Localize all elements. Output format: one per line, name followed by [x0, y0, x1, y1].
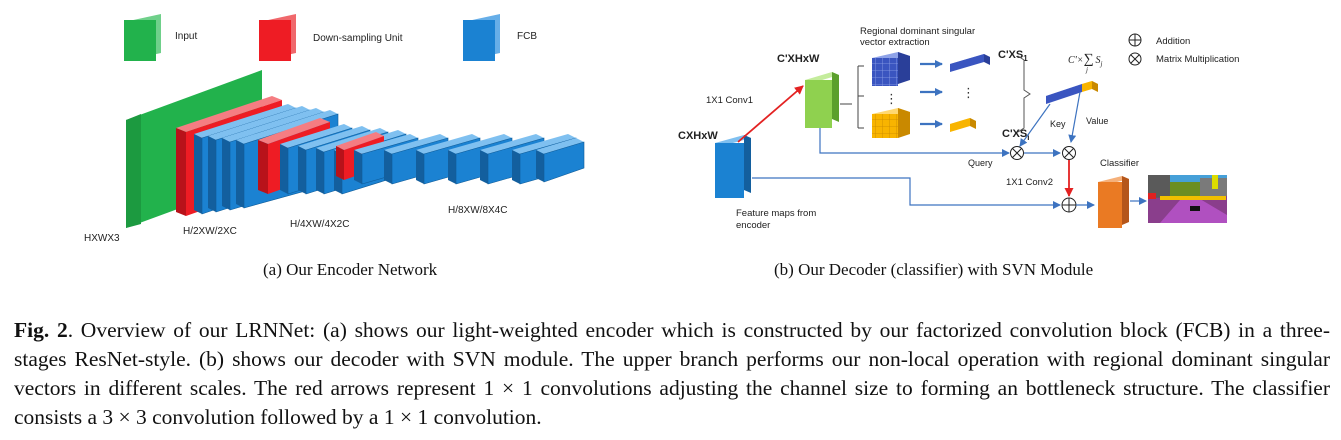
classifier-block — [1098, 176, 1129, 228]
label-feature-line1: Feature maps from — [736, 208, 816, 219]
subcaption-decoder: (b) Our Decoder (classifier) with SVN Mo… — [774, 260, 1094, 279]
query-arrow — [819, 128, 1010, 157]
figure-caption-text: . Overview of our LRNNet: (a) shows our … — [14, 318, 1331, 429]
label-regional-1: Regional dominant singular — [860, 26, 975, 37]
encoder-legend: Input Down-sampling Unit FCB — [124, 14, 537, 61]
label-h8: H/8XW/8X4C — [448, 205, 507, 216]
legend-addition-icon — [1128, 33, 1142, 47]
label-h2: H/2XW/2XC — [183, 226, 237, 237]
decoder-module: CXHxW Feature maps from encoder 1X1 Conv… — [678, 26, 1227, 231]
label-cxs1: C'XS1 — [998, 49, 1028, 63]
encoder-fcb-stage-3 — [354, 134, 585, 185]
figure-caption-label: Fig. 2 — [14, 318, 68, 342]
legend-down-label: Down-sampling Unit — [313, 33, 403, 44]
label-value: Value — [1086, 116, 1108, 126]
legend-matmul-icon — [1128, 52, 1142, 66]
matmul-2-icon — [1062, 146, 1076, 160]
label-conv1: 1X1 Conv1 — [706, 95, 753, 106]
label-sum: C'×∑Sj — [1068, 52, 1103, 68]
concat-vector — [1046, 81, 1098, 104]
label-hxw3: HXWX3 — [84, 233, 120, 244]
skip-connection-arrow — [752, 177, 1061, 209]
legend-fcb-label: FCB — [517, 31, 537, 42]
addition-icon — [1061, 197, 1077, 213]
dots-left: ⋮ — [885, 91, 898, 106]
decoder-input-block — [715, 135, 751, 198]
legend-down-icon — [259, 14, 296, 61]
split-bracket — [840, 65, 864, 129]
label-cxhxw: CXHxW — [678, 130, 718, 142]
legend-addition-label: Addition — [1156, 36, 1190, 47]
label-key: Key — [1050, 119, 1066, 129]
figure-caption: Fig. 2. Overview of our LRNNet: (a) show… — [14, 316, 1330, 432]
label-h4: H/4XW/4X2C — [290, 219, 349, 230]
label-query: Query — [968, 158, 993, 168]
label-classifier: Classifier — [1100, 158, 1139, 169]
legend-matmul-label: Matrix Multiplication — [1156, 54, 1239, 65]
singular-vector-i — [950, 118, 976, 132]
figure-diagram: Input Down-sampling Unit FCB — [84, 14, 1239, 244]
encoder-network: HXWX3 H/2XW/2XC H/4XW/4X2C H/8XW/8X4C — [84, 70, 585, 244]
label-sum-index: j — [1085, 66, 1088, 74]
key-arrow — [1019, 103, 1051, 147]
conv1-arrow — [737, 85, 804, 143]
segmentation-output-image — [1148, 175, 1227, 223]
label-conv2: 1X1 Conv2 — [1006, 177, 1053, 188]
value-arrow — [1068, 91, 1081, 143]
concat-bracket — [1017, 55, 1031, 133]
matmul-1-icon — [1010, 146, 1024, 160]
decoder-conv-block — [805, 72, 839, 128]
label-feature-line2: encoder — [736, 220, 770, 231]
decoder-legend: Addition Matrix Multiplication — [1128, 33, 1239, 66]
legend-input-icon — [124, 14, 161, 61]
dots-right: ⋮ — [962, 85, 975, 100]
regional-yellow-block — [872, 108, 910, 138]
label-regional-2: vector extraction — [860, 37, 930, 48]
legend-input-label: Input — [175, 31, 197, 42]
singular-vector-1 — [950, 54, 990, 72]
legend-fcb-icon — [463, 14, 500, 61]
label-cxsi: C'XSi — [1002, 128, 1029, 142]
subcaption-encoder: (a) Our Encoder Network — [263, 260, 438, 279]
regional-blue-block — [872, 52, 910, 86]
label-cxhxw-prime: C'XHxW — [777, 53, 820, 65]
